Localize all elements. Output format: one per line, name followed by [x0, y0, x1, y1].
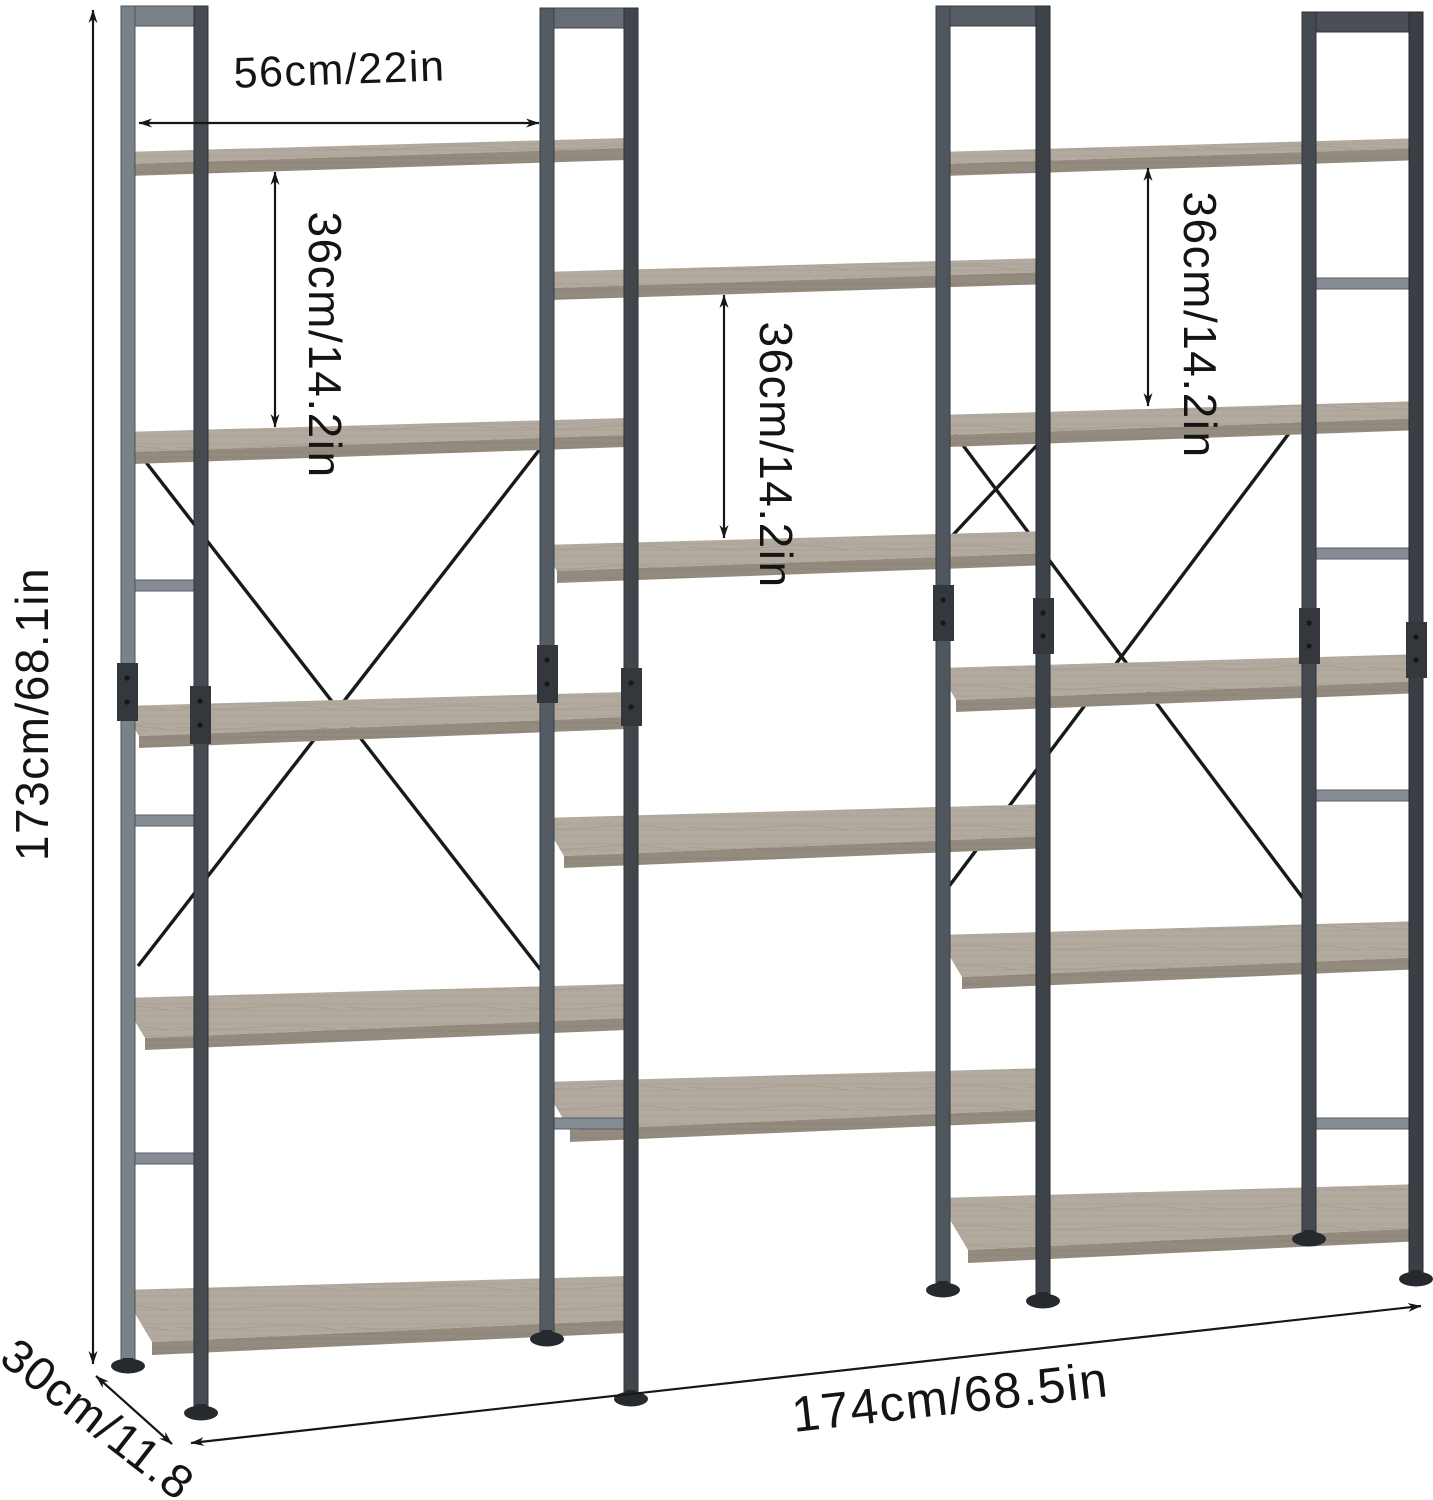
shelf-front-edge — [557, 553, 1050, 583]
foot-pad — [1399, 1271, 1433, 1287]
shelf-front-edge — [570, 1109, 1050, 1142]
frame-right-outer — [1292, 11, 1433, 1287]
shelf-top-surface — [541, 804, 1050, 856]
screw-dot — [940, 620, 946, 626]
screw-dot — [197, 722, 203, 728]
screw-dot — [197, 698, 203, 704]
shelf-top-surface — [121, 138, 626, 164]
connector-plate — [1406, 622, 1427, 678]
frame-side-rail — [553, 1117, 625, 1130]
frame-back-post — [935, 5, 951, 1284]
dimension-overall-height: 173cm/68.1in — [6, 9, 98, 1365]
shelf-middle-1 — [541, 258, 1050, 300]
screw-dot — [628, 680, 634, 686]
foot-pad — [530, 1331, 564, 1347]
frame-side-rail — [134, 579, 195, 592]
frame-top-bar — [539, 7, 639, 29]
screw-dot — [1306, 620, 1312, 626]
dimension-label: 36cm/14.2in — [750, 321, 802, 588]
shelf-front-edge — [551, 272, 1050, 300]
screw-dot — [628, 704, 634, 710]
frame-right-inner — [926, 5, 1060, 1309]
frame-side-rail — [1315, 277, 1410, 290]
shelf-left-2 — [121, 418, 626, 464]
dimension-tier-gap-right: 36cm/14.2in — [1143, 167, 1226, 459]
shelf-right-1 — [937, 138, 1423, 176]
brace-wire — [942, 418, 1310, 907]
frame-side-rail — [1315, 1117, 1410, 1130]
shelf-top-surface — [121, 692, 626, 736]
frame-left-outer — [111, 5, 218, 1421]
connector-plate — [1299, 608, 1320, 664]
screw-dot — [1413, 634, 1419, 640]
screw-dot — [124, 699, 130, 705]
screw-dot — [1413, 657, 1419, 663]
shelf-top-surface — [541, 531, 1050, 571]
side-brace-right-inner-frame — [950, 440, 1042, 538]
connector-plate — [933, 585, 954, 641]
frame-left-inner — [530, 7, 648, 1407]
foot-pad — [926, 1282, 960, 1298]
frame-side-rail — [1315, 547, 1410, 560]
frame-side-rail — [134, 1152, 195, 1165]
shelf-middle-4 — [541, 1068, 1050, 1142]
shelf-front-edge — [564, 836, 1050, 868]
dimension-label: 36cm/14.2in — [299, 211, 351, 478]
shelf-left-3 — [121, 692, 626, 748]
shelf-left-1 — [121, 138, 626, 176]
shelf-front-edge — [128, 148, 626, 176]
connector-plate — [1033, 598, 1054, 654]
shelf-right-5 — [937, 1184, 1423, 1263]
screw-dot — [1040, 610, 1046, 616]
frame-top-bar — [1301, 11, 1424, 33]
screw-dot — [544, 657, 550, 663]
screw-dot — [940, 597, 946, 603]
foot-pad — [111, 1358, 145, 1374]
foot-pad — [184, 1405, 218, 1421]
screw-dot — [124, 675, 130, 681]
dimension-arrow — [190, 1302, 1422, 1447]
frame-side-rail — [1315, 789, 1410, 802]
dimension-tier-gap-middle: 36cm/14.2in — [719, 294, 802, 589]
screw-dot — [544, 681, 550, 687]
screw-dot — [1306, 643, 1312, 649]
connector-plate — [190, 686, 211, 744]
foot-pad — [1026, 1293, 1060, 1309]
connector-plate — [621, 668, 642, 726]
frame-top-bar — [935, 5, 1051, 27]
shelf-top-surface — [541, 258, 1050, 288]
foot-pad — [1292, 1231, 1326, 1247]
dimension-shelf-width: 56cm/22in — [138, 42, 540, 128]
shelf-left-4 — [121, 984, 626, 1050]
dimension-label: 56cm/22in — [233, 42, 446, 97]
shelf-right-4 — [937, 921, 1423, 989]
connector-plate — [117, 663, 138, 721]
shelf-middle-2 — [541, 531, 1050, 583]
dimension-arrow — [95, 1375, 173, 1445]
frame-side-rail — [134, 814, 195, 827]
dimension-label: 174cm/68.5in — [789, 1351, 1111, 1443]
shelf-right-3 — [937, 654, 1423, 712]
shelf-top-surface — [121, 984, 626, 1038]
shelf-top-surface — [121, 418, 626, 452]
dimension-label: 173cm/68.1in — [6, 567, 58, 861]
screw-dot — [1040, 633, 1046, 639]
shelf-front-edge — [145, 1018, 626, 1050]
dimension-tier-gap-left: 36cm/14.2in — [270, 171, 351, 479]
connector-plate — [537, 645, 558, 703]
shelf-front-edge — [133, 435, 626, 464]
dimension-label: 36cm/14.2in — [1174, 191, 1226, 458]
shelf-middle-3 — [541, 804, 1050, 868]
shelf-front-edge — [139, 717, 626, 748]
shelf-top-surface — [541, 1068, 1050, 1130]
